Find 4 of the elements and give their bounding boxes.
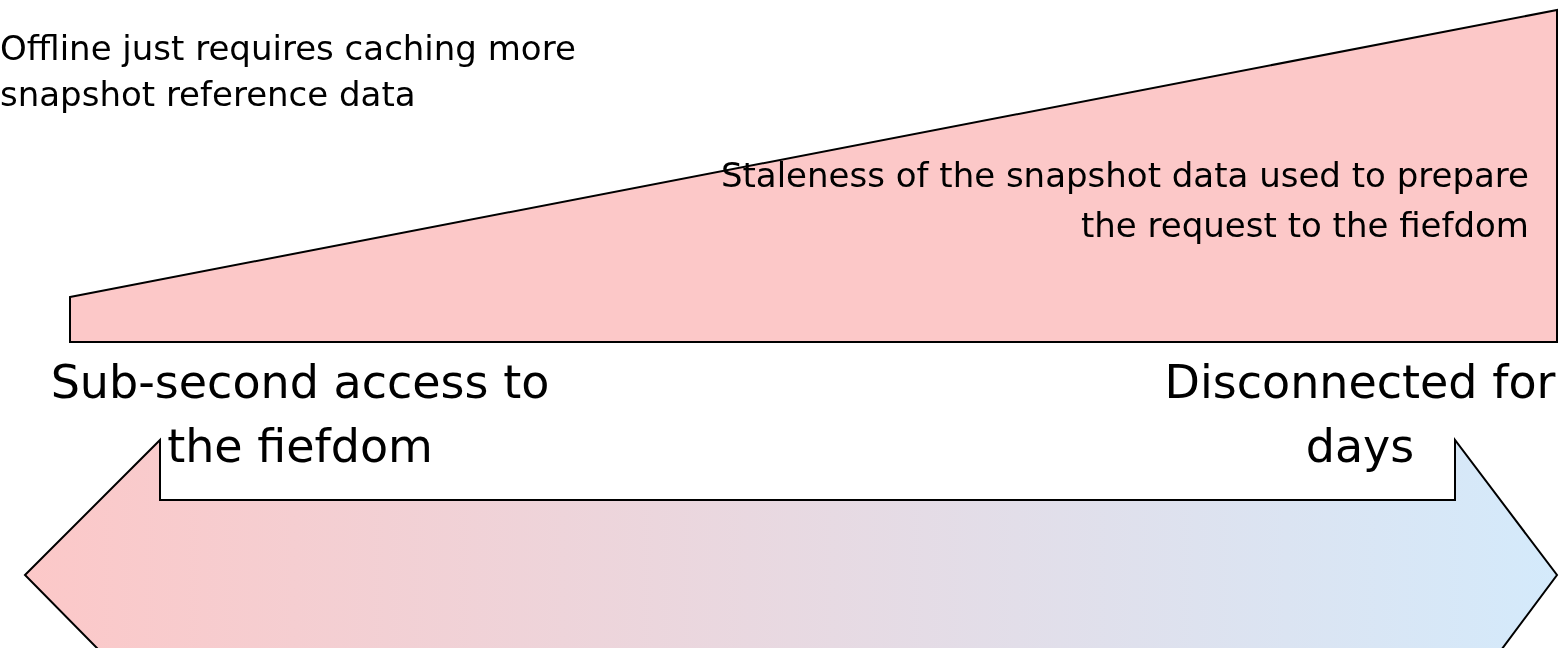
scale-end-label: Sub-second access to the fiefdom xyxy=(49,354,551,475)
scale-end-label: Disconnected for days xyxy=(1163,354,1557,475)
note-text: Offline just requires caching more snapshot reference data xyxy=(0,27,577,116)
wedge-caption: Staleness of the snapshot data used to prepare the request to the fiefdom xyxy=(709,150,1529,250)
